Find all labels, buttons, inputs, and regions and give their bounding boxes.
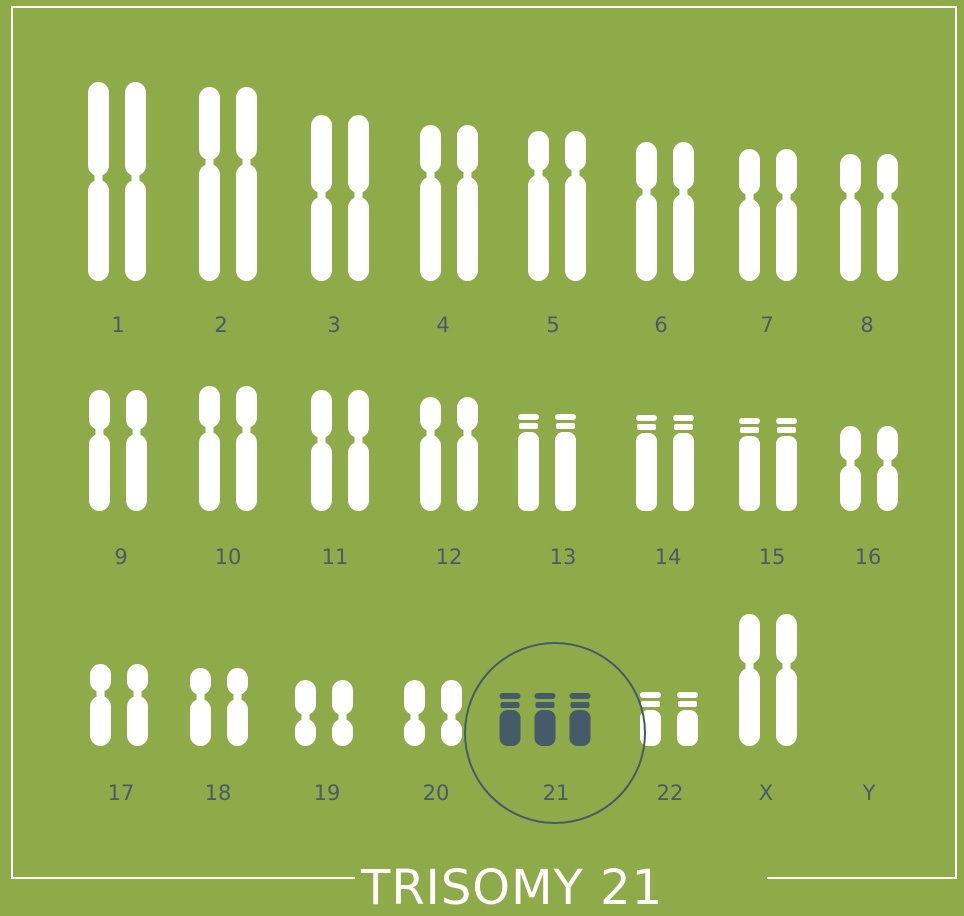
chromosome-7-copy-1: [739, 149, 760, 281]
chromosome-15-copy-2: [776, 418, 797, 511]
chromosome-pair-7: [739, 149, 797, 281]
chromosome-10-copy-2: [236, 386, 257, 511]
chromosome-11-copy-2: [348, 390, 369, 511]
chromosome-label-10: 10: [215, 545, 242, 569]
chromosome-label-12: 12: [436, 545, 463, 569]
chromosome-pair-20: [404, 680, 462, 746]
chromosome-2-copy-2: [236, 87, 257, 281]
chromosome-pair-17: [90, 664, 148, 746]
chromosome-label-15: 15: [759, 545, 786, 569]
chromosome-pair-8: [840, 154, 898, 281]
chromosome-label-X: X: [759, 781, 773, 805]
chromosome-12-copy-2: [457, 397, 478, 511]
chromosome-22-copy-2: [677, 692, 698, 746]
chromosome-10-copy-1: [199, 386, 220, 511]
chromosome-5-copy-2: [565, 131, 586, 281]
chromosome-X-copy-2: [776, 614, 797, 746]
chromosome-14-copy-1: [636, 415, 657, 511]
chromosome-9-copy-2: [126, 390, 147, 511]
chromosome-21-copy-3: [570, 693, 591, 746]
chromosome-18-copy-1: [190, 668, 211, 746]
chromosome-label-3: 3: [327, 313, 340, 337]
chromosome-label-16: 16: [855, 545, 882, 569]
chromosome-pair-1: [88, 82, 146, 281]
chromosome-4-copy-2: [457, 125, 478, 281]
chromosome-pair-18: [190, 668, 248, 746]
chromosome-1-copy-1: [88, 82, 109, 281]
chromosome-19-copy-1: [295, 680, 316, 746]
chromosome-label-1: 1: [111, 313, 124, 337]
chromosome-15-copy-1: [739, 418, 760, 511]
chromosome-label-11: 11: [322, 545, 349, 569]
chromosome-9-copy-1: [89, 390, 110, 511]
chromosome-2-copy-1: [199, 87, 220, 281]
chromosome-label-19: 19: [314, 781, 341, 805]
chromosome-pair-11: [311, 390, 369, 511]
chromosome-label-Y: Y: [862, 781, 876, 805]
chromosome-pair-19: [295, 680, 353, 746]
chromosome-6-copy-2: [673, 142, 694, 281]
chromosome-label-13: 13: [550, 545, 577, 569]
chromosome-8-copy-1: [840, 154, 861, 281]
chromosome-X-copy-1: [739, 614, 760, 746]
chromosome-pair-15: [739, 418, 797, 511]
chromosome-label-5: 5: [546, 313, 559, 337]
chromosome-pair-2: [199, 87, 257, 281]
chromosome-label-18: 18: [205, 781, 232, 805]
chromosome-12-copy-1: [420, 397, 441, 511]
chromosome-label-14: 14: [655, 545, 682, 569]
figure-title: TRISOMY 21: [355, 860, 767, 916]
chromosome-11-copy-1: [311, 390, 332, 511]
chromosome-pair-16: [840, 426, 898, 511]
chromosome-19-copy-2: [332, 680, 353, 746]
chromosome-6-copy-1: [636, 142, 657, 281]
chromosome-17-copy-2: [127, 664, 148, 746]
chromosome-20-copy-2: [441, 680, 462, 746]
chromosome-pair-5: [528, 131, 586, 281]
chromosome-17-copy-1: [90, 664, 111, 746]
chromosome-pair-6: [636, 142, 694, 281]
chromosome-18-copy-2: [227, 668, 248, 746]
chromosome-pair-4: [420, 125, 478, 281]
chromosome-label-9: 9: [114, 545, 127, 569]
chromosome-label-22: 22: [657, 781, 684, 805]
chromosome-pair-21: [500, 693, 591, 746]
chromosome-7-copy-2: [776, 149, 797, 281]
chromosome-20-copy-1: [404, 680, 425, 746]
chromosome-pair-10: [199, 386, 257, 511]
chromosome-pair-3: [311, 115, 369, 281]
chromosome-pair-13: [518, 414, 576, 511]
chromosome-3-copy-2: [348, 115, 369, 281]
chromosome-8-copy-2: [877, 154, 898, 281]
chromosome-1-copy-2: [125, 82, 146, 281]
chromosome-label-17: 17: [108, 781, 135, 805]
chromosome-16-copy-1: [840, 426, 861, 511]
chromosome-label-2: 2: [214, 313, 227, 337]
chromosome-16-copy-2: [877, 426, 898, 511]
chromosome-21-copy-1: [500, 693, 521, 746]
chromosome-label-6: 6: [654, 313, 667, 337]
chromosome-label-4: 4: [436, 313, 449, 337]
chromosome-13-copy-2: [555, 414, 576, 511]
chromosome-pair-12: [420, 397, 478, 511]
chromosome-label-7: 7: [760, 313, 773, 337]
chromosome-13-copy-1: [518, 414, 539, 511]
chromosome-pair-14: [636, 415, 694, 511]
chromosome-pair-X: [739, 614, 797, 746]
chromosome-3-copy-1: [311, 115, 332, 281]
chromosome-pair-22: [640, 692, 698, 746]
chromosome-14-copy-2: [673, 415, 694, 511]
chromosome-label-8: 8: [860, 313, 873, 337]
chromosome-4-copy-1: [420, 125, 441, 281]
chromosome-label-20: 20: [423, 781, 450, 805]
chromosome-5-copy-1: [528, 131, 549, 281]
chromosome-21-copy-2: [535, 693, 556, 746]
chromosome-pair-9: [89, 390, 147, 511]
chromosome-label-21: 21: [543, 781, 570, 805]
